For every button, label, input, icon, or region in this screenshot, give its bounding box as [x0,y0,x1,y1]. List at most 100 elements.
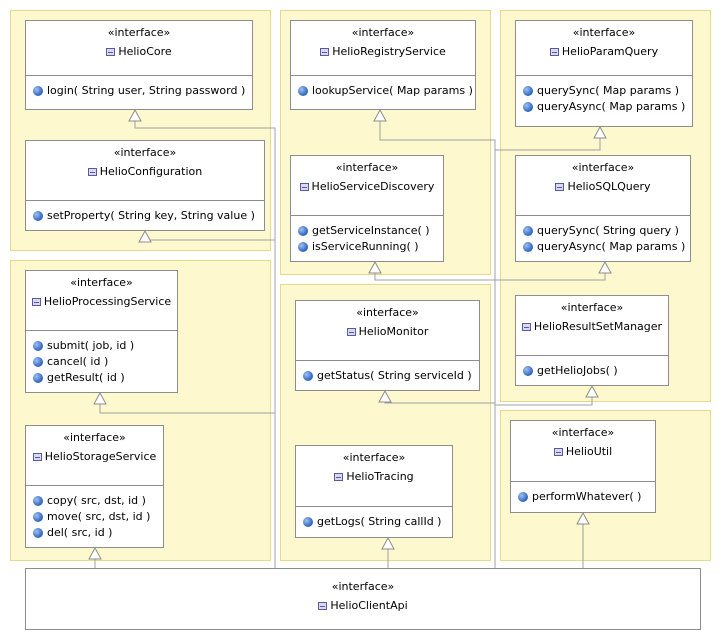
stereotype-label: «interface» [63,431,126,444]
interface-name: HelioTracing [346,470,414,483]
arrowhead-processing [93,391,107,405]
interface-name: HelioResultSetManager [533,320,663,333]
method-icon [33,528,43,538]
method-icon [523,102,533,112]
method-icon [523,242,533,252]
method-icon [298,86,308,96]
method-icon [33,86,43,96]
arrowhead-tracing [381,536,395,550]
interface-name: HelioCore [118,45,172,58]
operation: submit( job, id ) [33,338,177,354]
link-configuration [144,235,275,241]
stereotype-label: «interface» [107,26,171,39]
link-monitor [384,397,495,404]
link-registry [379,117,496,568]
operation: performWhatever( ) [518,489,655,505]
link-result-set [495,394,593,406]
method-icon [523,226,533,236]
interface-helio-tracing[interactable]: «interface» HelioTracing getLogs( String… [295,445,453,538]
method-icon [303,517,313,527]
operation: queryAsync( Map params ) [523,239,690,255]
interface-name: HelioMonitor [358,325,429,338]
interface-helio-param-query[interactable]: «interface» HelioParamQuery querySync( M… [515,20,693,127]
method-icon [523,86,533,96]
method-icon [33,373,43,383]
method-icon [298,242,308,252]
interface-name: HelioParamQuery [561,45,659,58]
operation: move( src, dst, id ) [33,509,163,525]
arrowhead-result-set [585,384,599,398]
method-icon [523,366,533,376]
interface-helio-storage-service[interactable]: «interface» HelioStorageService copy( sr… [25,425,164,548]
interface-helio-processing-service[interactable]: «interface» HelioProcessingService submi… [25,270,178,393]
method-icon [303,371,313,381]
interface-helio-service-discovery[interactable]: «interface» HelioServiceDiscovery getSer… [290,155,444,262]
interface-helio-sql-query[interactable]: «interface» HelioSQLQuery querySync( Str… [515,155,691,262]
operation: isServiceRunning( ) [298,239,443,255]
method-icon [33,211,43,221]
interface-name: HelioStorageService [44,450,157,463]
interface-icon [553,447,563,456]
interface-icon [320,47,330,56]
interface-icon [549,47,559,56]
interface-helio-configuration[interactable]: «interface» HelioConfiguration setProper… [25,140,265,231]
stereotype-label: «interface» [572,26,636,39]
interface-name: HelioServiceDiscovery [311,180,435,193]
interface-name: HelioConfiguration [99,165,203,178]
arrowhead-monitor [378,389,392,403]
interface-icon [334,472,344,481]
operation: getResult( id ) [33,370,177,386]
method-icon [33,512,43,522]
interface-icon [32,452,42,461]
interface-name: HelioProcessingService [43,295,172,308]
interface-name: HelioRegistryService [332,45,446,58]
interface-icon [106,47,116,56]
operation: copy( src, dst, id ) [33,493,163,509]
arrowhead-sql-query [598,260,612,274]
operation: getServiceInstance( ) [298,223,443,239]
stereotype-label: «interface» [342,451,406,464]
stereotype-label: «interface» [335,161,399,174]
stereotype-label: «interface» [356,306,419,319]
interface-helio-result-set-manager[interactable]: «interface» HelioResultSetManager getHel… [515,295,669,386]
interface-icon [299,182,309,191]
arrowhead-util [576,511,590,525]
interface-icon [318,601,328,610]
operation: login( String user, String password ) [33,83,252,99]
stereotype-label: «interface» [113,146,177,159]
arrowhead-service-discovery [368,260,382,274]
interface-helio-client-api[interactable]: «interface» HelioClientApi [25,568,701,630]
method-icon [33,341,43,351]
interface-icon [31,297,41,306]
interface-helio-util[interactable]: «interface» HelioUtil performWhatever( ) [510,420,656,513]
operation: getLogs( String callId ) [303,514,452,530]
method-icon [33,357,43,367]
interface-helio-monitor[interactable]: «interface» HelioMonitor getStatus( Stri… [295,300,480,391]
interface-helio-core[interactable]: «interface» HelioCore login( String user… [25,20,253,110]
arrowhead-registry [373,108,387,122]
stereotype-label: «interface» [560,301,624,314]
interface-name: HelioSQLQuery [567,180,651,193]
stereotype-label: «interface» [70,276,133,289]
link-service-discovery [374,270,495,281]
operation: getStatus( String serviceId ) [303,368,479,384]
operation: cancel( id ) [33,354,177,370]
stereotype-label: «interface» [571,161,635,174]
interface-name: HelioClientApi [330,599,408,612]
interface-icon [346,327,356,336]
link-sql-query [495,270,606,281]
stereotype-label: «interface» [551,426,615,439]
method-icon [298,226,308,236]
operation: getHelioJobs( ) [523,363,668,379]
link-core [134,118,276,568]
operation: lookupService( Map params ) [298,83,475,99]
arrowhead-param-query [593,125,607,139]
arrowhead-storage [88,546,102,560]
operation: del( src, id ) [33,525,163,541]
operation: querySync( Map params ) [523,83,692,99]
link-processing [99,404,275,414]
operation: queryAsync( Map params ) [523,99,692,115]
interface-helio-registry-service[interactable]: «interface» HelioRegistryService lookupS… [290,20,476,110]
interface-name: HelioUtil [565,445,613,458]
